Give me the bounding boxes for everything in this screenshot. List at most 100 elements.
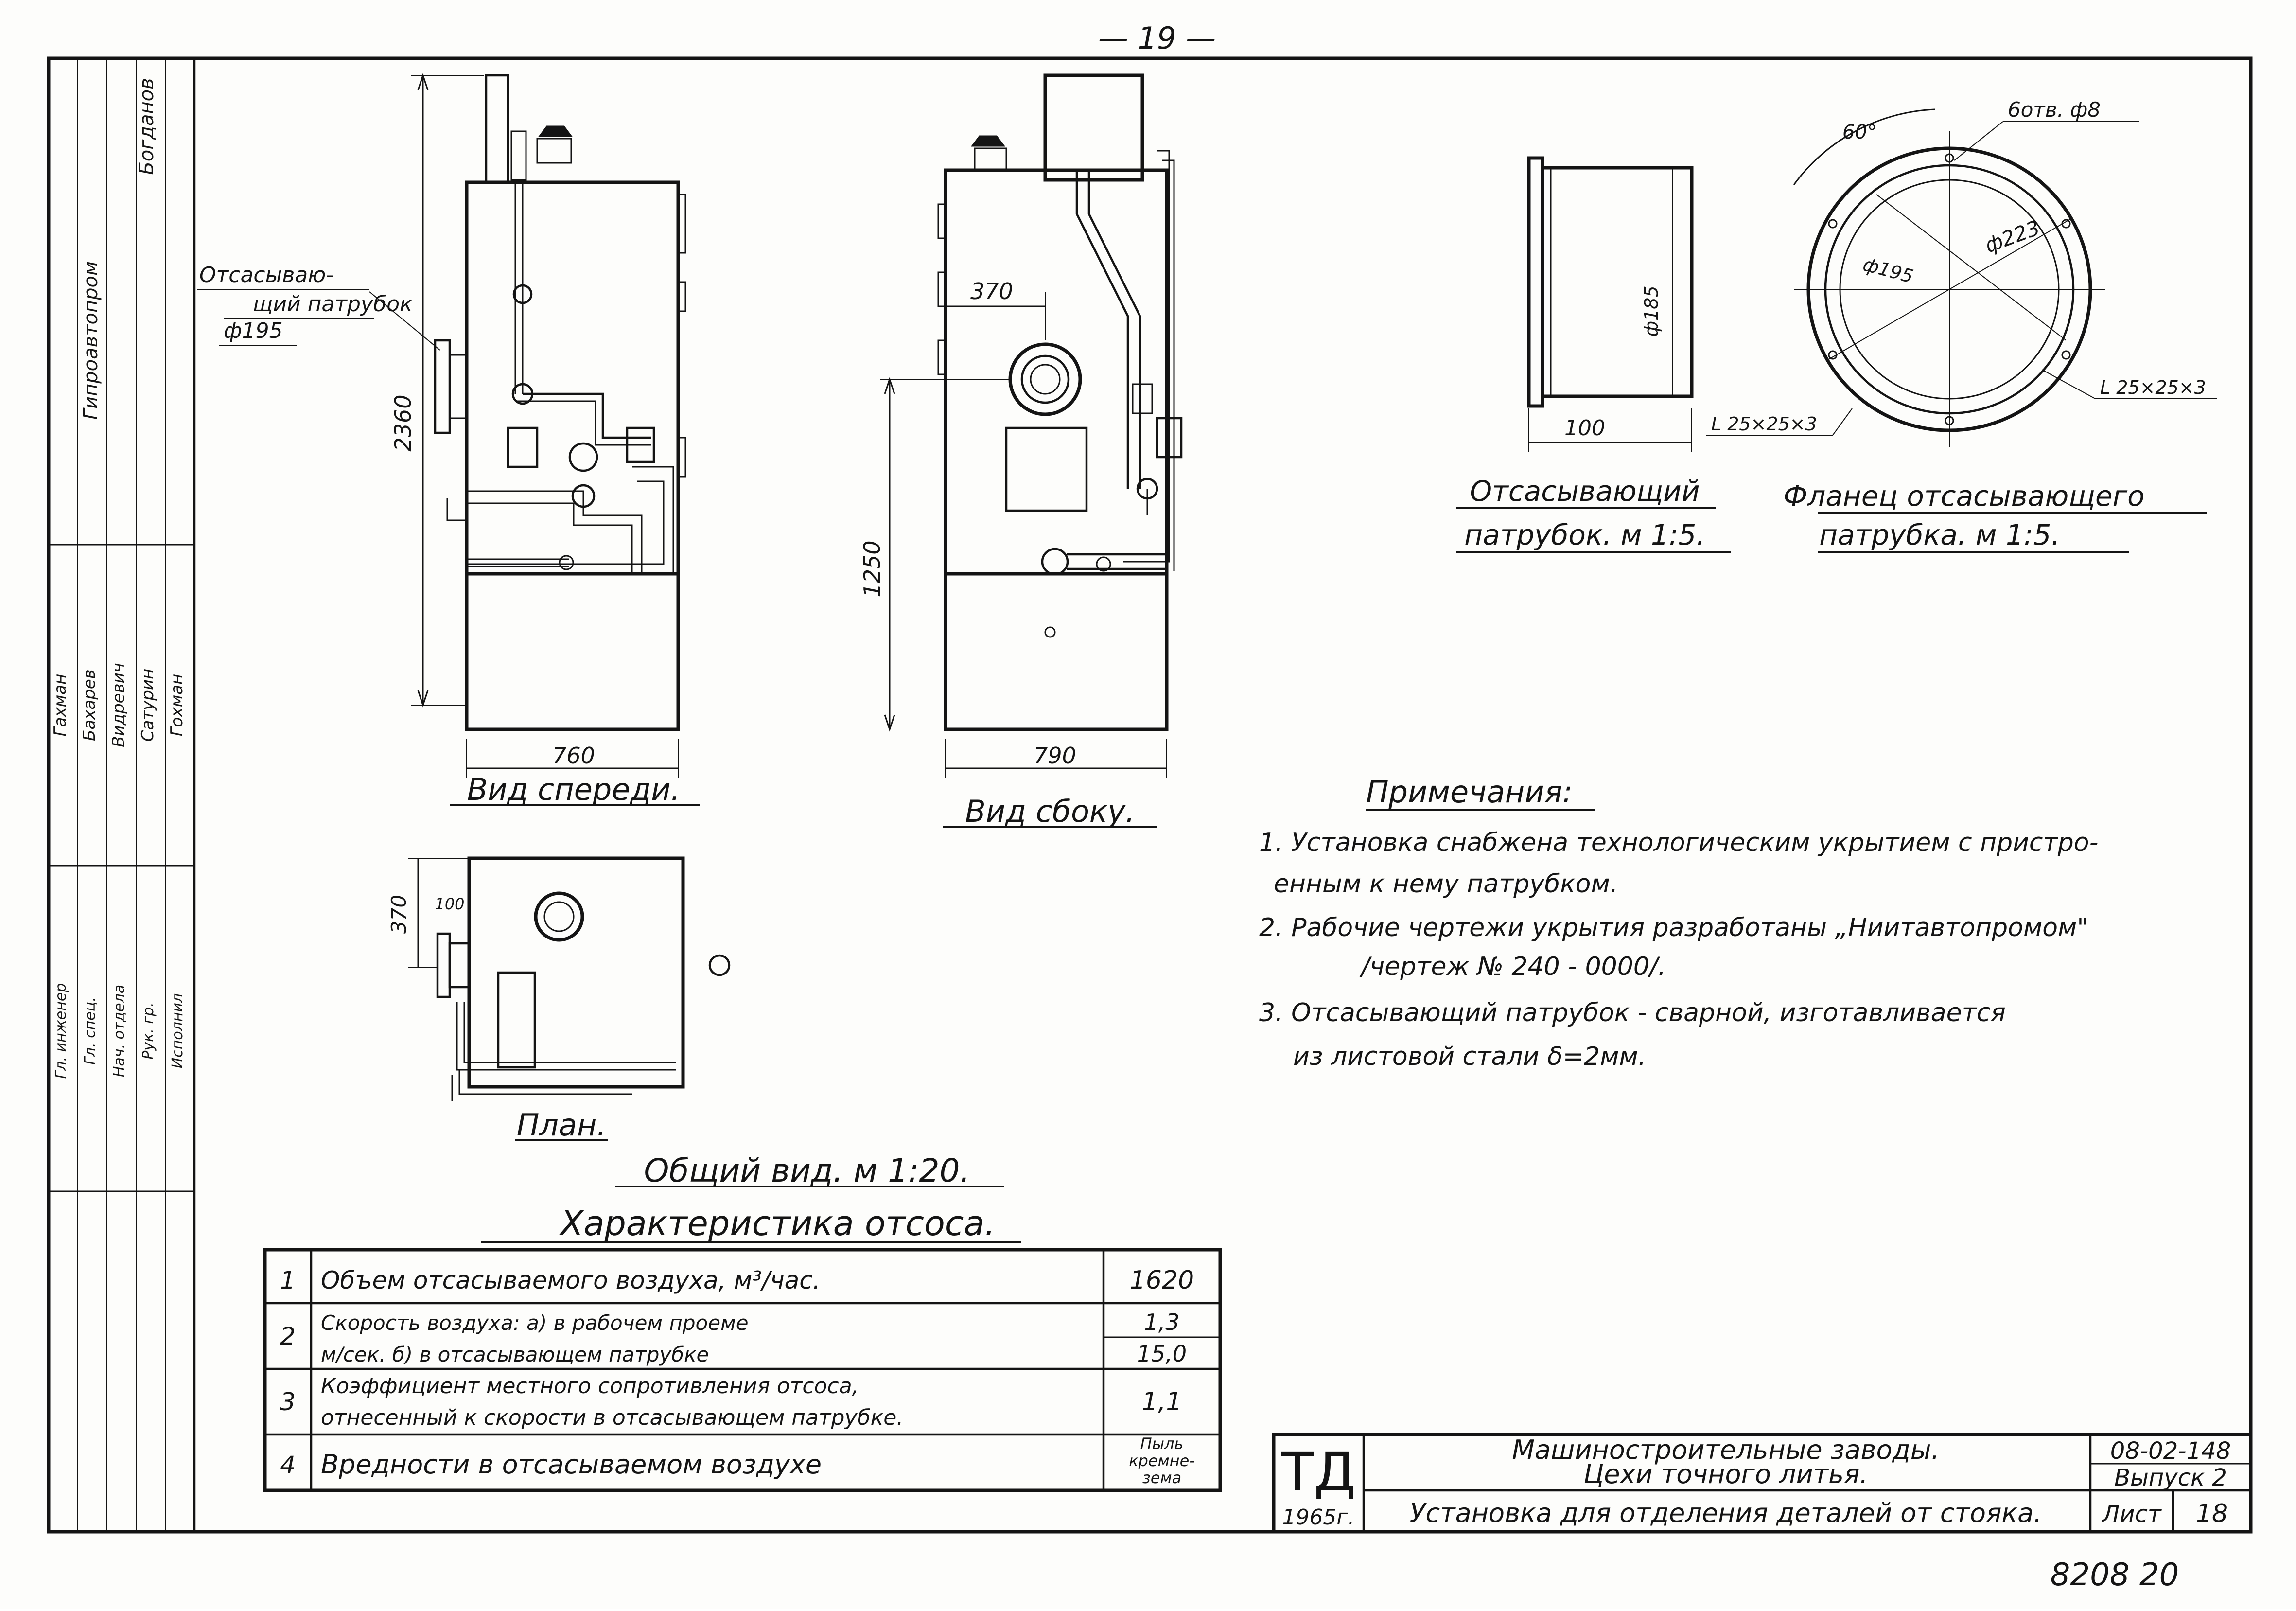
row-2-value-2: 15,0	[1137, 1341, 1187, 1367]
front-callout-line1: Отсасываю-	[199, 263, 333, 287]
front-lower-body	[465, 572, 680, 731]
row-3-text-2: отнесенный к скорости в отсасывающем пат…	[321, 1405, 903, 1430]
title-line2: Цехи точного литья.	[1583, 1459, 1868, 1489]
stamp-name-2: Бахарев	[80, 669, 99, 741]
side-dims: 370 1250 790 Вид сбоку.	[859, 278, 1167, 829]
stamp-role-2: Гл. спец.	[82, 997, 99, 1064]
row-1-num: 1	[280, 1266, 296, 1294]
title-line1: Машиностроительные заводы.	[1512, 1434, 1939, 1465]
side-motor	[1043, 73, 1144, 182]
row-4-text: Вредности в отсасываемом воздухе	[321, 1449, 822, 1480]
front-view-caption: Вид спереди.	[467, 772, 681, 807]
front-dims: 2360 760 Вид спереди.	[390, 73, 700, 807]
side-port	[1008, 342, 1082, 416]
note-line-6: из листовой стали δ=2мм.	[1293, 1042, 1646, 1071]
front-callout-line2: щий патрубок	[253, 292, 413, 317]
note-line-3: 2. Рабочие чертежи укрытия разработаны „…	[1259, 913, 2088, 942]
stamp-role-3: Нач. отдела	[111, 985, 128, 1077]
row-3-value: 1,1	[1142, 1387, 1182, 1416]
page-number: — 19 —	[1098, 20, 1216, 56]
nozzle-diameter-dim: ф185	[1641, 285, 1662, 336]
plan-view	[436, 856, 731, 1101]
stamp-org: Гипроавтопром	[80, 261, 102, 420]
note-line-2: енным к нему патрубком.	[1274, 869, 1618, 899]
row-4-value-2: кремне-	[1129, 1452, 1195, 1470]
flange-detail: 60° 6отв. ф8 ф223 ф195 L 25×25×3 Фланец …	[1783, 98, 2217, 553]
flange-dia-inner: ф195	[1861, 253, 1916, 287]
nozzle-caption-line1: Отсасывающий	[1470, 475, 1700, 508]
stamp-name-1: Гахман	[51, 674, 70, 737]
flange-holes: 6отв. ф8	[2008, 98, 2101, 122]
stamp-role-1: Гл. инженер	[53, 983, 70, 1079]
front-nozzle-callout: Отсасываю- щий патрубок ф195	[197, 263, 440, 351]
front-upper-body	[465, 180, 680, 576]
characteristics-title: Характеристика отсоса.	[559, 1204, 996, 1243]
title-block: ТД 1965г. Машиностроительные заводы. Цех…	[1272, 1433, 2253, 1534]
row-2-value-1: 1,3	[1144, 1309, 1179, 1335]
row-4-value-3: зема	[1142, 1469, 1181, 1487]
side-body	[944, 168, 1169, 731]
row-1-text: Объем отсасываемого воздуха, м³/час.	[321, 1266, 821, 1294]
note-line-5: 3. Отсасывающий патрубок - сварной, изго…	[1259, 998, 2006, 1027]
title-code: 08-02-148	[2110, 1437, 2231, 1465]
inventory-number: 8208 20	[2051, 1557, 2179, 1593]
plan-mark	[708, 954, 731, 976]
front-height-dim: 2360	[390, 394, 416, 451]
stamp-name-3: Видревич	[109, 663, 128, 747]
nozzle-pipe	[1542, 166, 1694, 398]
side-view-caption: Вид сбоку.	[965, 794, 1135, 829]
note-line-1: 1. Установка снабжена технологическим ук…	[1259, 828, 2098, 857]
side-view	[937, 73, 1183, 731]
sheet-frame	[47, 56, 2253, 1534]
flange-dia-outer: ф223	[1982, 216, 2043, 258]
flange-angle: 60°	[1842, 121, 1877, 143]
flange-angle-label: L 25×25×3	[2100, 377, 2206, 398]
stamp-name-5: Гохман	[167, 674, 187, 737]
side-offset-dim: 370	[970, 278, 1013, 304]
title-issue: Выпуск 2	[2114, 1464, 2227, 1491]
stamp-name-4: Сатурин	[138, 669, 158, 742]
stamp-role-4: Рук. гр.	[140, 1002, 157, 1059]
notes-title: Примечания:	[1366, 774, 1573, 810]
stamp-role-5: Исполнил	[169, 993, 186, 1068]
plan-dims: 370 100 План. Общий вид. м 1:20.	[387, 858, 1004, 1189]
nozzle-length-dim: 100	[1564, 416, 1605, 441]
front-valve	[507, 426, 539, 468]
characteristics-table: Характеристика отсоса. 1 Объем отсасывае…	[263, 1204, 1222, 1492]
title-year: 1965г.	[1282, 1505, 1354, 1530]
row-3-num: 3	[280, 1388, 296, 1416]
front-nozzle	[434, 339, 451, 434]
side-nut	[971, 135, 1005, 147]
stamp-surname-top: Богданов	[136, 78, 158, 175]
nozzle-caption-line2: патрубок. м 1:5.	[1464, 518, 1705, 551]
side-plate	[1005, 426, 1088, 512]
row-4-num: 4	[280, 1451, 296, 1479]
general-view-caption: Общий вид. м 1:20.	[644, 1152, 970, 1189]
nozzle-flange	[1527, 156, 1544, 408]
title-sheet-num: 18	[2196, 1499, 2228, 1528]
side-width-dim: 790	[1034, 743, 1076, 769]
row-2-text-1: Скорость воздуха: а) в рабочем проеме	[321, 1311, 749, 1335]
front-nut	[538, 125, 573, 137]
front-callout-line3: ф195	[224, 319, 283, 343]
note-line-4: /чертеж № 240 - 0000/.	[1359, 952, 1666, 981]
nozzle-detail: ф185 100 L 25×25×3 Отсасывающий патрубок…	[1456, 156, 1853, 553]
side-stamp: Гипроавтопром Богданов Гахман Бахарев Ви…	[49, 58, 194, 1532]
side-height-dim: 1250	[859, 540, 885, 597]
plan-view-caption: План.	[517, 1107, 607, 1143]
flange-caption-line2: патрубка. м 1:5.	[1819, 518, 2060, 551]
row-3-text-1: Коэффициент местного сопротивления отсос…	[321, 1374, 859, 1399]
row-4-value-1: Пыль	[1140, 1434, 1184, 1453]
title-sheet-label: Лист	[2101, 1501, 2162, 1528]
nozzle-angle-label: L 25×25×3	[1711, 413, 1817, 435]
plan-port	[534, 891, 584, 942]
flange-caption-line1: Фланец отсасывающего	[1783, 479, 2144, 513]
row-1-value: 1620	[1130, 1266, 1194, 1295]
front-gauge	[568, 442, 598, 472]
front-width-dim: 760	[552, 743, 595, 769]
plan-dim-a: 370	[387, 895, 411, 934]
plan-dim-b: 100	[435, 895, 464, 913]
title-logo: ТД	[1280, 1441, 1355, 1503]
